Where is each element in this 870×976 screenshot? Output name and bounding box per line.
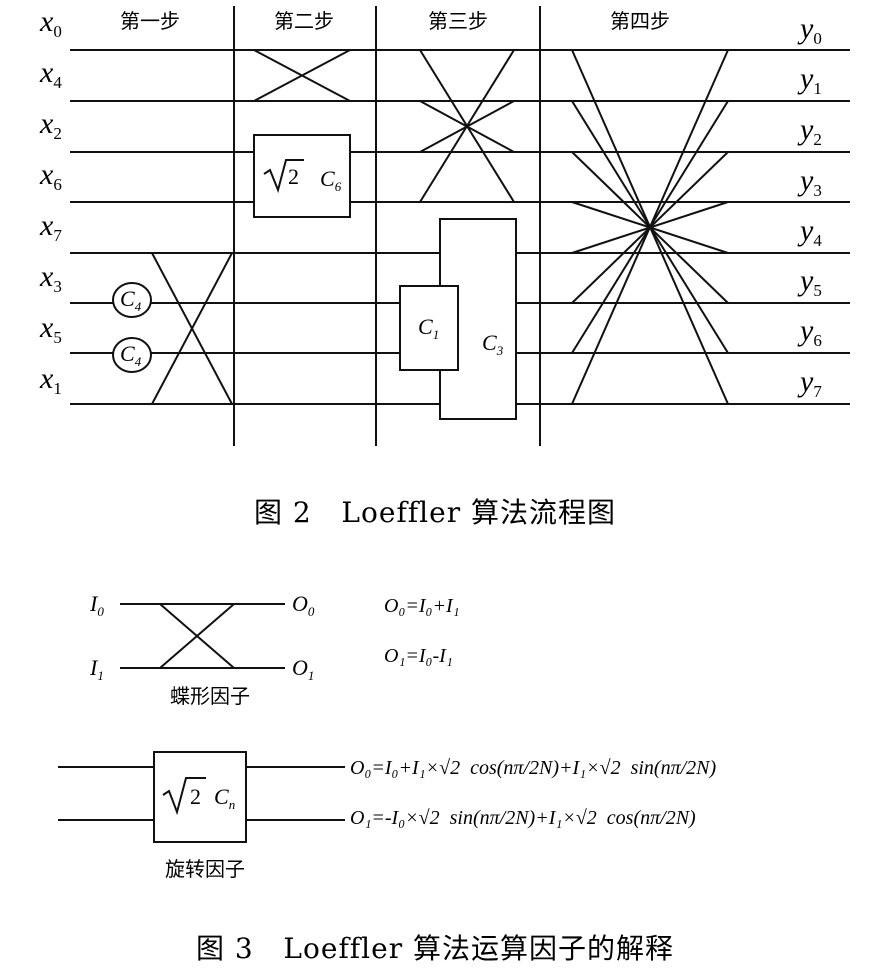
output-label: y4 xyxy=(797,214,822,250)
rotation-factor: 2 Cn O₀=I₀+I₁×√2 cos(nπ/2N)+I₁×√2 sin(nπ… xyxy=(58,751,716,881)
c4-label: C4 xyxy=(120,341,142,369)
input-label: x5 xyxy=(39,311,62,347)
butterfly-eq0: O₀=I₀+I₁ xyxy=(384,595,460,617)
rotation-label: Cn xyxy=(214,784,235,812)
radical-value: 2 xyxy=(190,784,201,809)
butterfly-wire xyxy=(253,49,351,102)
step-label-2: 第二步 xyxy=(274,9,334,33)
input-label-i1: I1 xyxy=(89,655,104,683)
rotator-label: C1 xyxy=(418,314,439,342)
butterfly-factor: I0 I1 O0 O1 O₀=I₀+I₁ O₁=I₀-I₁ 蝶形因子 xyxy=(89,591,460,708)
figure2-caption: 图 2 Loeffler 算法流程图 xyxy=(254,496,616,529)
c4-circle xyxy=(112,337,152,373)
radical-sign xyxy=(162,777,206,816)
rotator-c1: C1 xyxy=(399,285,459,371)
output-label-o1: O1 xyxy=(292,655,314,683)
step1-butterfly xyxy=(151,252,233,405)
radical-sign xyxy=(263,159,304,194)
butterfly-eq1: O₁=I₀-I₁ xyxy=(384,645,453,667)
output-label: y7 xyxy=(797,365,822,401)
step4-butterfly xyxy=(571,49,729,405)
input-label: x6 xyxy=(39,158,62,194)
output-label: y2 xyxy=(797,113,822,149)
input-labels: x0 x4 x2 x6 x7 x3 x5 x1 xyxy=(39,5,62,398)
output-labels: y0 y1 y2 y3 y4 y5 y6 y7 xyxy=(797,12,822,401)
input-label: x2 xyxy=(39,107,62,143)
rotator-box xyxy=(399,285,459,371)
butterfly-wire xyxy=(151,252,233,405)
butterfly-wire xyxy=(159,603,235,669)
step-label-3: 第三步 xyxy=(428,9,488,33)
butterfly-factor-label: 蝶形因子 xyxy=(170,684,250,708)
rotation-factor-label: 旋转因子 xyxy=(165,857,245,881)
rotator-label: C3 xyxy=(482,330,504,358)
input-label: x4 xyxy=(39,56,62,92)
c4-multiplier-bottom: C4 xyxy=(112,337,152,373)
input-label: x1 xyxy=(39,362,62,398)
input-label: x7 xyxy=(39,209,62,245)
step2-butterfly xyxy=(253,49,351,102)
output-label: y0 xyxy=(797,12,822,48)
butterfly-wire xyxy=(571,49,729,405)
rotation-eq0: O₀=I₀+I₁×√2 cos(nπ/2N)+I₁×√2 sin(nπ/2N) xyxy=(350,757,716,779)
input-label: x3 xyxy=(39,260,62,296)
output-label: y5 xyxy=(797,264,822,300)
output-label: y6 xyxy=(797,314,822,350)
figure-2: 第一步 第二步 第三步 第四步 x0 x4 x2 x6 x7 x3 x5 xyxy=(39,5,850,529)
rotator-box xyxy=(253,134,351,218)
c4-multiplier-top: C4 xyxy=(112,282,152,318)
input-label: x0 xyxy=(39,5,62,41)
rotator-label: C6 xyxy=(320,166,342,194)
step3-butterflies xyxy=(419,49,515,203)
input-label-i0: I0 xyxy=(89,591,104,619)
c4-circle xyxy=(112,282,152,318)
radical-value: 2 xyxy=(288,164,299,189)
output-label-o0: O0 xyxy=(292,591,315,619)
rotation-box xyxy=(153,751,247,843)
rotation-eq1: O₁=-I₀×√2 sin(nπ/2N)+I₁×√2 cos(nπ/2N) xyxy=(350,807,696,829)
figure3-caption: 图 3 Loeffler 算法运算因子的解释 xyxy=(196,932,674,965)
output-label: y3 xyxy=(797,164,822,200)
rotator-c6: 2 C6 xyxy=(253,134,351,218)
figure-3: I0 I1 O0 O1 O₀=I₀+I₁ O₁=I₀-I₁ 蝶形因子 2 Cn … xyxy=(58,591,716,965)
output-label: y1 xyxy=(797,62,822,98)
step-label-1: 第一步 xyxy=(120,9,180,33)
step-label-4: 第四步 xyxy=(610,9,670,33)
butterfly-wire xyxy=(419,100,515,153)
c4-label: C4 xyxy=(120,286,142,314)
